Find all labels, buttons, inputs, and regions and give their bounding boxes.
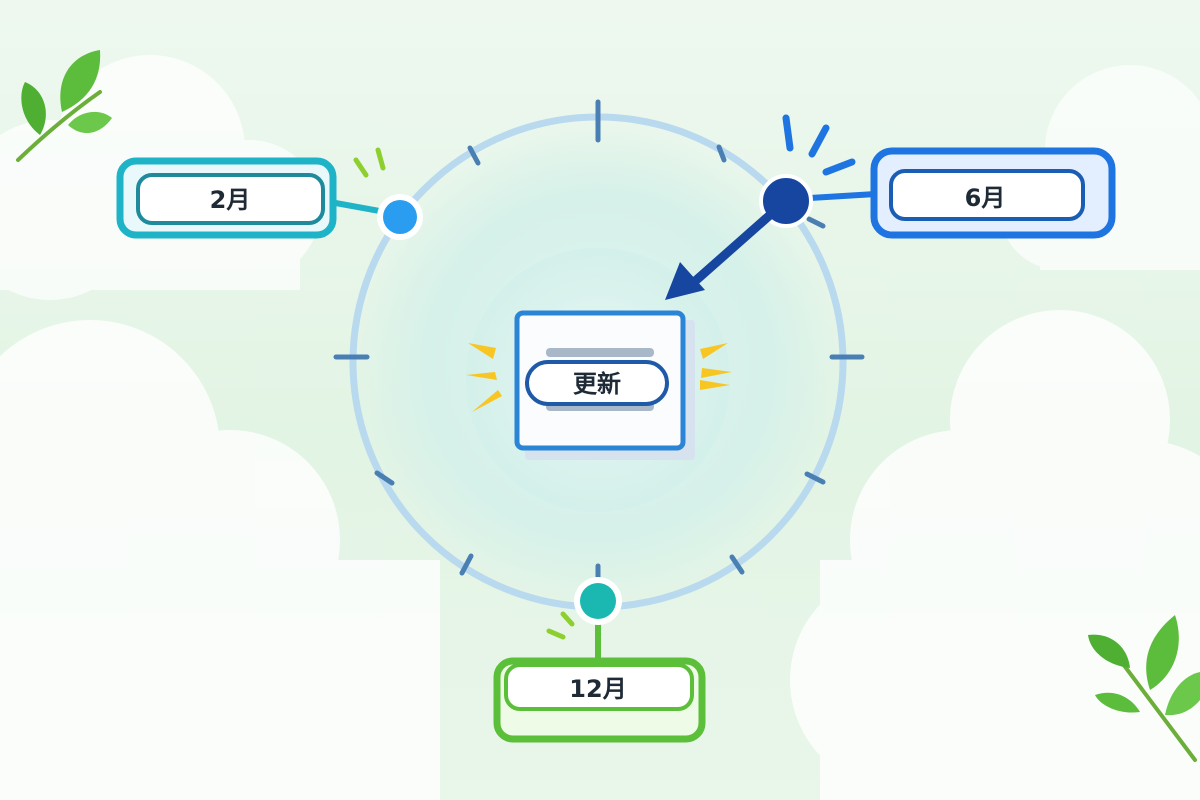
tick-1	[716, 144, 727, 163]
tick-8	[374, 470, 395, 486]
update-label: 更新	[573, 370, 621, 398]
card-line-top	[546, 348, 654, 357]
tick-11	[467, 145, 481, 166]
dec-dot-inner	[580, 583, 616, 619]
jun-connector	[807, 191, 879, 201]
spark-center-left	[466, 343, 502, 412]
feb-connector	[327, 199, 388, 215]
spark-center-right	[700, 343, 732, 390]
tick-4	[804, 471, 826, 485]
tick-7	[459, 553, 474, 576]
cloud-bottom-right	[790, 310, 1200, 800]
leaf-sprig-bottom-right	[1088, 615, 1200, 762]
dec-label-pill	[504, 663, 694, 711]
jun-label-pill	[889, 169, 1085, 221]
tick-5	[729, 554, 745, 575]
jun-label: 6月	[965, 184, 1006, 212]
feb-label: 2月	[210, 186, 251, 214]
spark-dec	[546, 611, 575, 640]
arrow-jun-to-center	[665, 210, 775, 300]
tick-2	[806, 216, 826, 229]
feb-label-pill	[136, 173, 325, 225]
cloud-bottom-left	[0, 320, 440, 800]
node-feb: 2月	[116, 147, 423, 240]
dec-label: 12月	[569, 675, 626, 703]
node-jun: 6月	[759, 114, 1116, 239]
spark-jun	[782, 114, 856, 176]
center-update-card: 更新	[514, 310, 695, 460]
leaf-sprig-top-left	[16, 50, 112, 162]
node-dec: 12月	[493, 577, 706, 743]
update-pill	[525, 360, 669, 406]
spark-feb	[353, 147, 386, 178]
feb-dot-inner	[383, 200, 417, 234]
